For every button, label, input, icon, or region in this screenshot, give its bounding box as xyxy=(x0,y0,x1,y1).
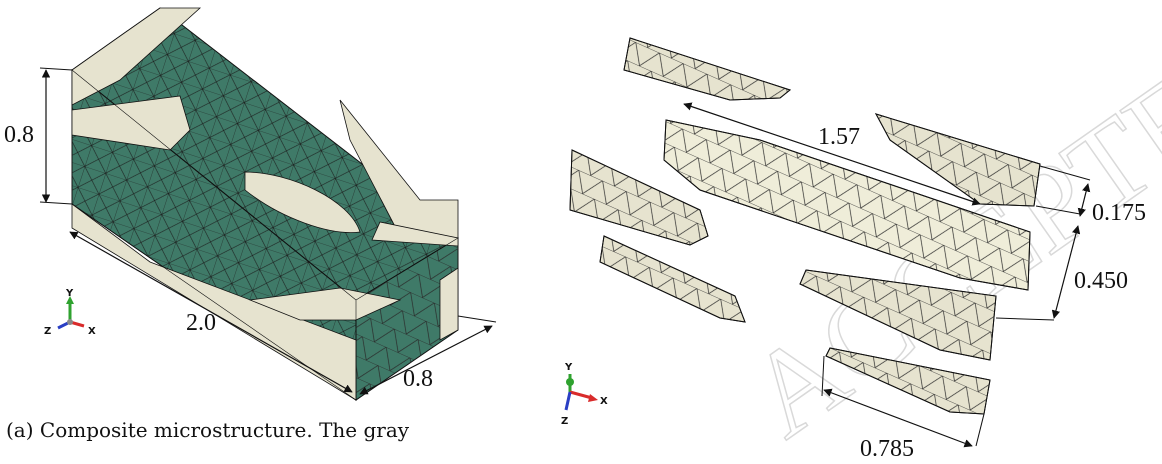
fiber-corner-right xyxy=(439,267,459,341)
dim-label-height: 0.8 xyxy=(4,122,34,148)
dim-label-fiber-length: 1.57 xyxy=(818,124,860,150)
dim-line-length xyxy=(69,231,353,393)
dim-line-spacing xyxy=(1051,225,1081,319)
caption-a: (a) Composite microstructure. The gray xyxy=(6,418,410,442)
fiber-band-upper xyxy=(71,95,191,151)
fiber-corner-top-right xyxy=(371,221,459,247)
axis-label-z-b: Z xyxy=(561,416,568,427)
panel-a-microstructure: 0.8 2.0 0.8 Y Z X xyxy=(4,7,497,401)
axis-triad-a: Y Z X xyxy=(44,288,96,337)
fiber-2 xyxy=(569,149,709,246)
fiber-ellipse-center xyxy=(244,171,361,233)
axis-label-y: Y xyxy=(65,288,74,299)
axis-label-x: X xyxy=(88,326,96,337)
dim-line-gap xyxy=(1077,183,1091,217)
dim-line-width xyxy=(823,388,973,448)
axis-label-x-b: X xyxy=(600,396,608,407)
fiber-5 xyxy=(799,269,997,361)
dim-label-gap: 0.175 xyxy=(1092,200,1146,226)
axis-label-y-b: Y xyxy=(564,362,573,373)
panel-b-dimensions: 1.57 0.175 0.450 0.785 xyxy=(683,102,1146,462)
axis-label-z: Z xyxy=(44,326,51,337)
dim-label-depth: 0.8 xyxy=(403,366,433,392)
dim-line-fiber-length xyxy=(683,102,981,206)
fiber-band-top xyxy=(71,7,202,106)
fiber-1 xyxy=(623,37,792,101)
fiber-3 xyxy=(599,235,746,323)
axis-triad-b: Y Z X xyxy=(561,362,608,427)
dim-label-width: 0.785 xyxy=(860,436,914,462)
dim-label-spacing: 0.450 xyxy=(1074,268,1128,294)
dim-label-length: 2.0 xyxy=(186,310,216,336)
dim-line-depth xyxy=(359,325,493,395)
